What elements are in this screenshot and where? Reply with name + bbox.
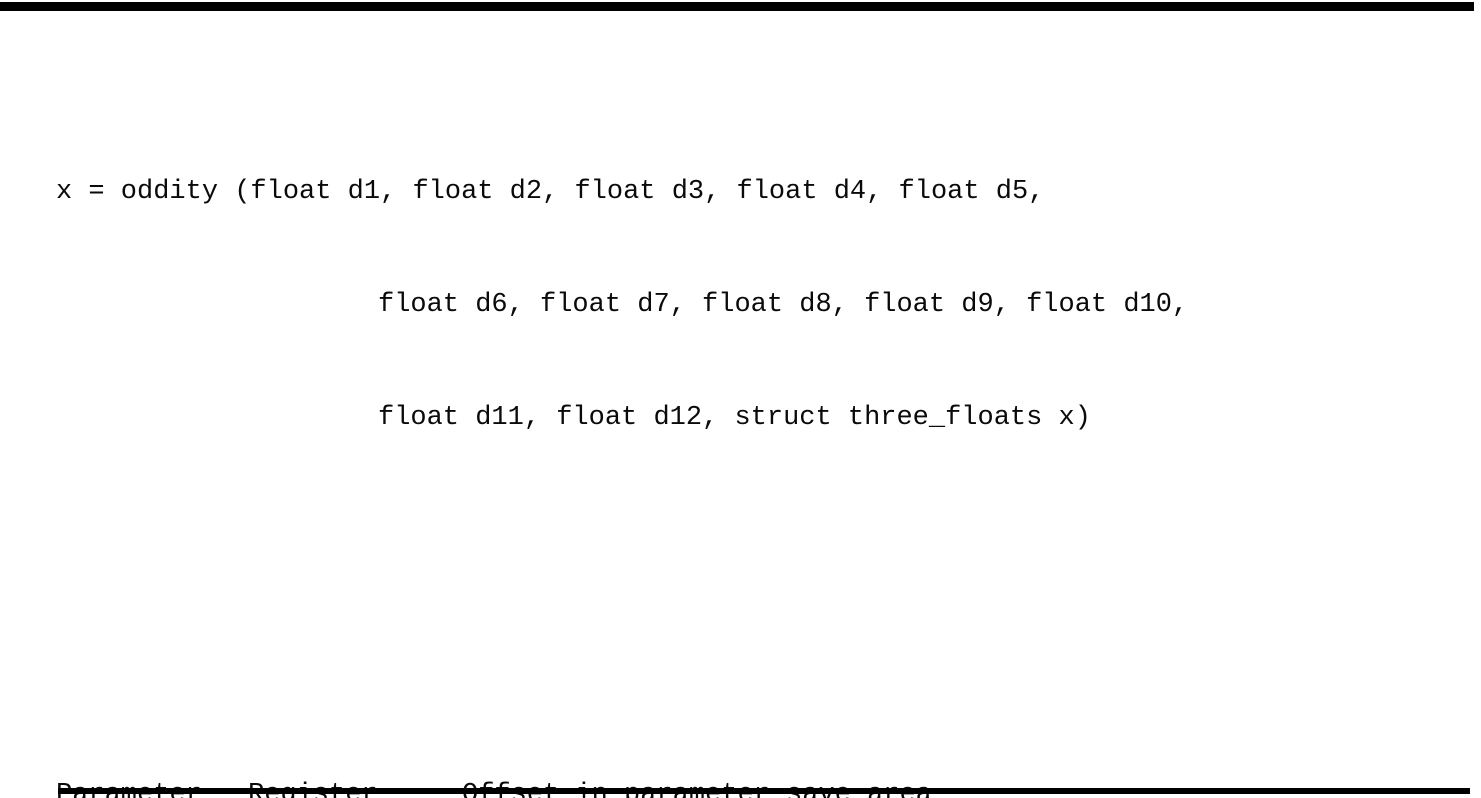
signature-text: float d11, float d12, struct three_float… [378, 403, 1091, 433]
bottom-rule [58, 788, 1470, 794]
function-signature-line-3: float d11, float d12, struct three_float… [56, 400, 1456, 438]
signature-text: x = oddity (float d1, float d2, float d3… [56, 176, 1045, 207]
function-signature-line-2: float d6, float d7, float d8, float d9, … [56, 287, 1456, 325]
top-rule [0, 2, 1474, 11]
figure-text-block: x = oddity (float d1, float d2, float d3… [56, 23, 1456, 798]
signature-text: float d6, float d7, float d8, float d9, … [378, 289, 1189, 320]
function-signature-line-1: x = oddity (float d1, float d2, float d3… [56, 174, 1456, 212]
blank-line [56, 589, 1456, 627]
